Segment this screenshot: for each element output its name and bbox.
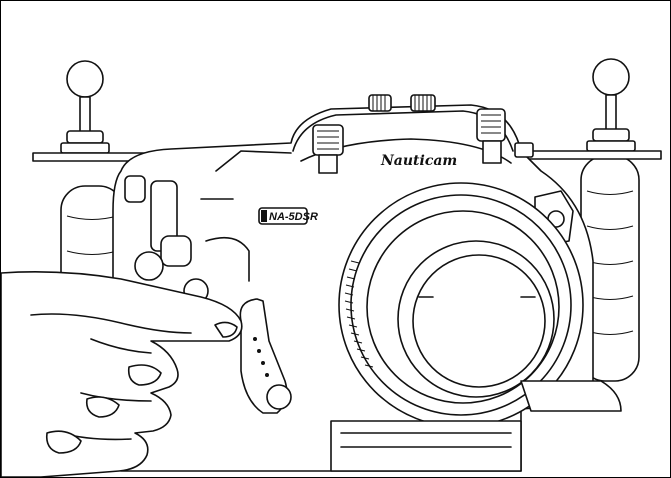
right-gland-knob <box>476 108 506 164</box>
left-ball-mount <box>60 60 110 154</box>
lens-port <box>338 182 584 428</box>
top-right-button <box>514 142 534 158</box>
top-dial-right <box>410 94 436 112</box>
left-gland-knob <box>312 124 344 174</box>
left-control-levers <box>124 150 292 304</box>
brand-logo: Nauticam <box>380 153 457 169</box>
lens-ring-knurl <box>344 260 374 368</box>
hand-illustration <box>1 271 243 477</box>
model-badge: NA-5DSR <box>269 211 318 223</box>
right-ball-mount <box>586 58 636 152</box>
bottom-tray <box>330 380 622 472</box>
top-dial-left <box>368 94 392 112</box>
model-badge-plate <box>258 207 308 225</box>
shutter-lever-assembly <box>239 298 292 414</box>
